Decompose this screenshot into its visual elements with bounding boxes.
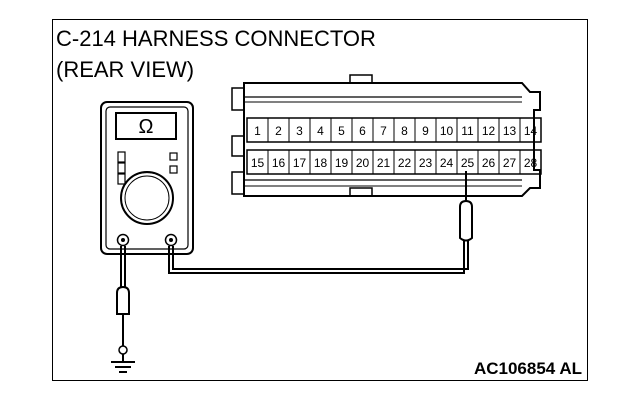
pin-18: 18 bbox=[314, 156, 328, 170]
pin-22: 22 bbox=[398, 156, 412, 170]
view-label: (REAR VIEW) bbox=[56, 57, 195, 82]
pin-20: 20 bbox=[356, 156, 370, 170]
pin-24: 24 bbox=[440, 156, 454, 170]
pin-19: 19 bbox=[335, 156, 349, 170]
pin-21: 21 bbox=[377, 156, 391, 170]
figure-code: AC106854 AL bbox=[473, 359, 582, 378]
pin-27: 27 bbox=[503, 156, 517, 170]
ohmmeter-icon: Ω bbox=[100, 101, 194, 255]
pin-26: 26 bbox=[482, 156, 496, 170]
pin-dividers bbox=[267, 118, 521, 174]
pin-10: 10 bbox=[440, 124, 454, 138]
ground-icon bbox=[111, 354, 135, 373]
pin-9: 9 bbox=[422, 124, 429, 138]
pin-11: 11 bbox=[461, 124, 474, 138]
pin-5: 5 bbox=[338, 124, 345, 138]
pin-2: 2 bbox=[275, 124, 282, 138]
ground-lead bbox=[120, 246, 126, 287]
pin-6: 6 bbox=[359, 124, 366, 138]
figure-frame bbox=[52, 19, 588, 381]
probe-icon bbox=[116, 285, 130, 355]
pin-13: 13 bbox=[503, 124, 517, 138]
pin-25: 25 bbox=[461, 156, 475, 170]
pin-28: 28 bbox=[524, 156, 538, 170]
pin-14: 14 bbox=[524, 124, 538, 138]
pin-3: 3 bbox=[296, 124, 303, 138]
ohm-symbol: Ω bbox=[139, 116, 154, 138]
test-lead bbox=[168, 238, 469, 274]
pin-15: 15 bbox=[251, 156, 265, 170]
pin-7: 7 bbox=[380, 124, 387, 138]
pin-8: 8 bbox=[401, 124, 408, 138]
connector-title: C-214 HARNESS CONNECTOR bbox=[56, 26, 376, 51]
pin-4: 4 bbox=[317, 124, 324, 138]
pin-12: 12 bbox=[482, 124, 496, 138]
pin-17: 17 bbox=[293, 156, 307, 170]
pin-1: 1 bbox=[254, 124, 261, 138]
pin-16: 16 bbox=[272, 156, 286, 170]
pin-23: 23 bbox=[419, 156, 433, 170]
back-probe bbox=[459, 171, 473, 242]
pin-row-bottom: 15 16 17 18 19 20 21 22 23 24 25 26 27 28 bbox=[251, 156, 538, 170]
